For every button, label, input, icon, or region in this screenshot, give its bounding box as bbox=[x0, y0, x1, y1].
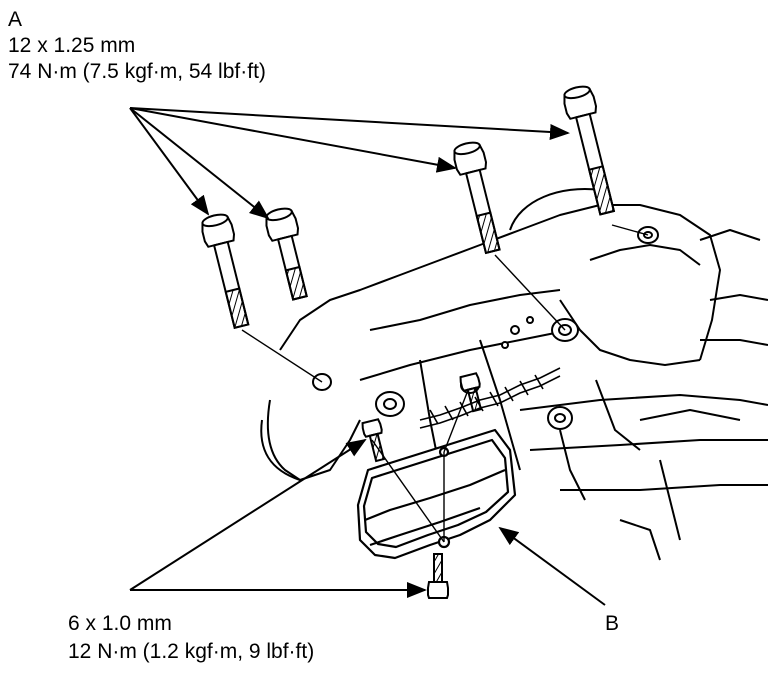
small-bolt-2 bbox=[459, 372, 483, 413]
callout-small-leaders bbox=[129, 438, 427, 598]
housing-bosses bbox=[312, 226, 659, 430]
callout-a-letter: A bbox=[8, 8, 23, 31]
callout-b-letter: B bbox=[605, 612, 620, 635]
bolt-a-1 bbox=[201, 213, 250, 330]
bolt-a-4 bbox=[563, 85, 616, 216]
engine-housing bbox=[260, 188, 768, 561]
callout-a-leaders bbox=[129, 107, 570, 220]
cover-b bbox=[356, 428, 517, 560]
small-bolt-3 bbox=[427, 553, 449, 599]
callout-b-leader bbox=[498, 526, 606, 606]
callout-small-torque: 12 N·m (1.2 kgf·m, 9 lbf·ft) bbox=[68, 640, 315, 663]
bolt-a-2 bbox=[265, 207, 308, 301]
callout-a-torque: 74 N·m (7.5 kgf·m, 54 lbf·ft) bbox=[8, 60, 266, 83]
callout-a-size: 12 x 1.25 mm bbox=[8, 34, 136, 57]
chain-detail bbox=[419, 367, 561, 429]
callout-small-size: 6 x 1.0 mm bbox=[68, 612, 172, 635]
small-bolt-1 bbox=[361, 418, 386, 463]
